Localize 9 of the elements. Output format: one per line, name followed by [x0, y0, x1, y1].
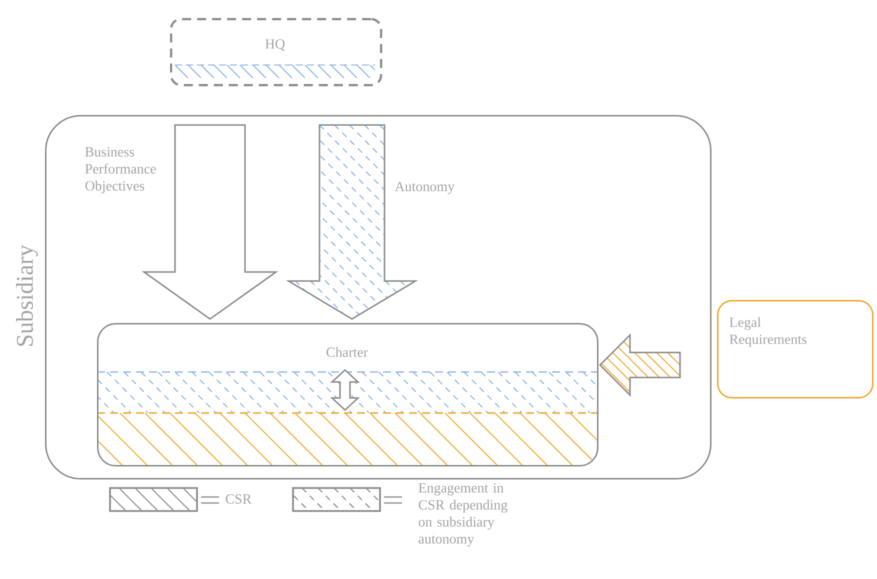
block-arrow: [142, 124, 278, 320]
edge-label: Business Performance Objectives: [85, 147, 156, 194]
charter-box: Charter: [97, 323, 598, 466]
node-label: Subsidiary: [16, 244, 38, 346]
edge-label: Autonomy: [394, 182, 455, 194]
legend-text: Engagement in CSR depending on subsidiary autonomy: [418, 483, 508, 546]
legal-box: Legal Requirements: [717, 300, 874, 398]
legend-text: CSR: [226, 494, 252, 504]
dashed-box: HQ: [170, 18, 382, 86]
